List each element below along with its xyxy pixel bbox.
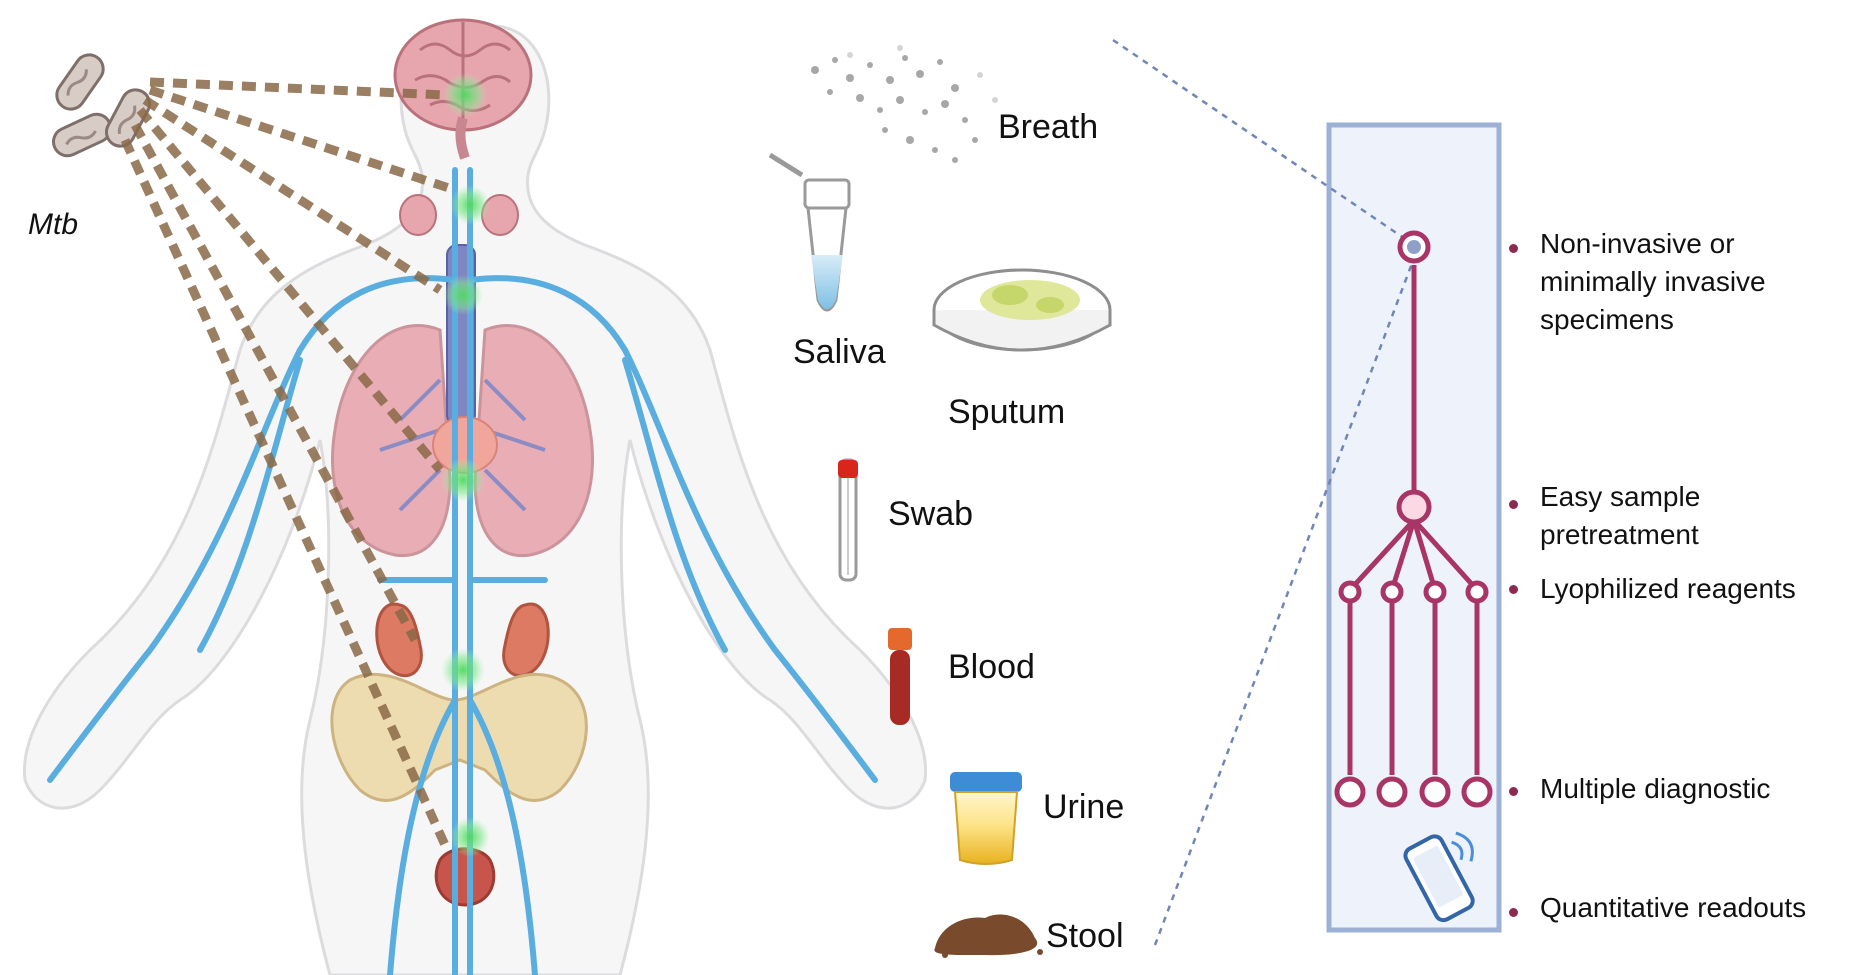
infection-route-lines [120, 77, 457, 847]
channel-nodes [1334, 230, 1493, 808]
specimen-label-swab: Swab [888, 495, 974, 533]
specimen-label-sputum: Sputum [948, 393, 1066, 431]
specimen-label-saliva: Saliva [793, 333, 886, 371]
feature-bullet [1509, 500, 1518, 509]
feature-bullet [1509, 787, 1518, 796]
feature-pretreatment: Easy sample pretreatment [1540, 481, 1701, 550]
saliva-tube-icon [768, 152, 851, 312]
paper-device [1112, 38, 1502, 946]
mtb-bacteria [51, 53, 152, 158]
smartphone-icon [1403, 831, 1475, 923]
specimen-label-stool: Stool [1046, 917, 1124, 955]
specimen-label-breath: Breath [998, 108, 1099, 146]
feature-bullet [1509, 908, 1518, 917]
sputum-dish-icon [932, 268, 1112, 352]
feature-bullet [1509, 244, 1518, 253]
pathogen-label: Mtb [28, 208, 79, 241]
human-body-illustration [22, 18, 928, 975]
specimen-label-blood: Blood [948, 648, 1035, 686]
blood-tube-icon [888, 628, 912, 725]
feature-noninvasive: Non-invasive or minimally invasive speci… [1540, 228, 1766, 335]
specimen-label-urine: Urine [1043, 788, 1125, 826]
breath-droplets-icon [811, 45, 998, 163]
feature-bullet [1509, 585, 1518, 594]
stool-icon [934, 914, 1043, 958]
feature-quantitative: Quantitative readouts [1540, 892, 1807, 923]
infection-sites [441, 73, 490, 857]
feature-lyophilized: Lyophilized reagents [1540, 573, 1796, 604]
urine-cup-icon [950, 772, 1022, 865]
swab-icon [838, 458, 858, 582]
feature-multiple-diagnostic: Multiple diagnostic [1540, 773, 1771, 804]
